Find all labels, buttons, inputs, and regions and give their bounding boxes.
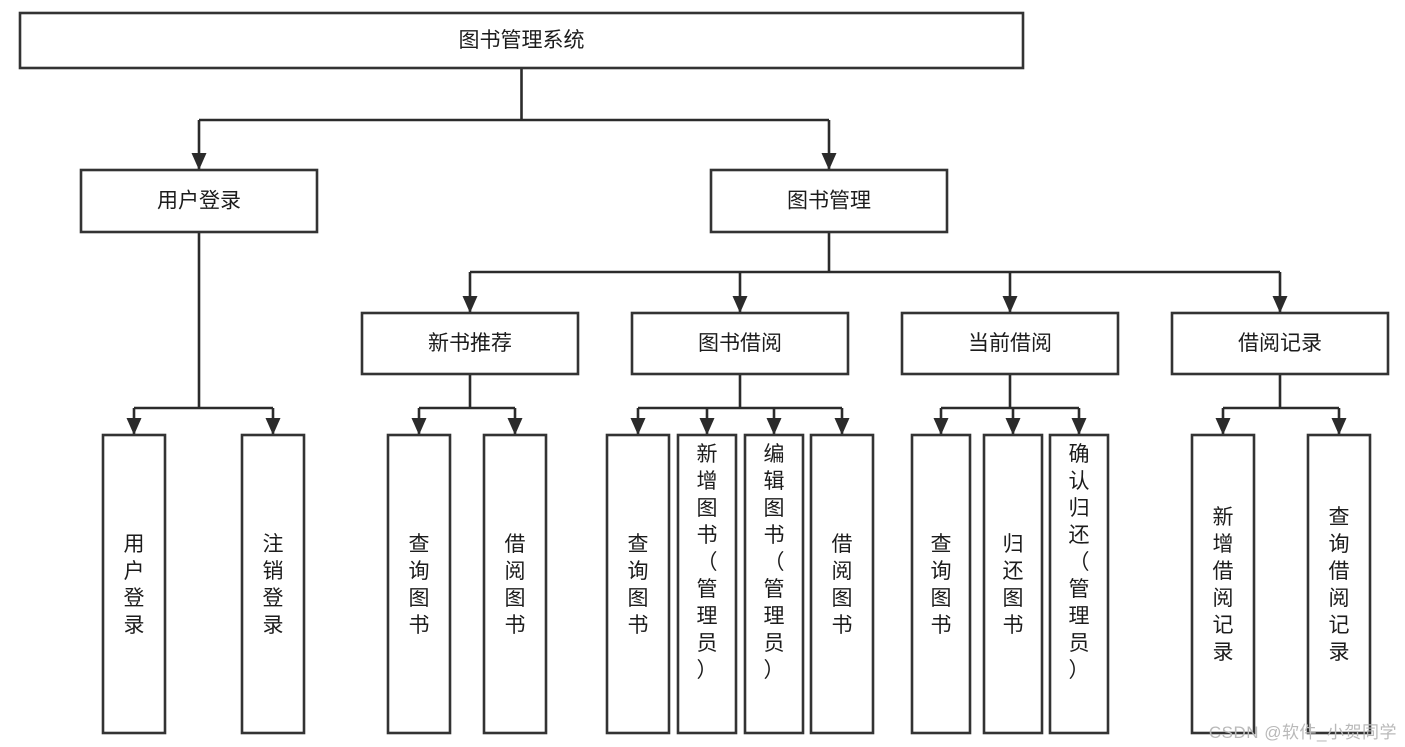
csdn-watermark: CSDN @软件_小贺同学: [1208, 723, 1397, 742]
node-leaf-query-book-2[interactable]: 查询图书: [605, 433, 671, 735]
node-label-leaf-add-book: 新增图书（管理员）: [697, 443, 718, 682]
node-leaf-borrow-book-2[interactable]: 借阅图书: [809, 433, 875, 735]
node-label-book-manage: 图书管理: [787, 190, 871, 213]
connector-group-borrow-record: [1215, 374, 1347, 435]
node-label-leaf-query-book-1: 查询图书: [409, 533, 430, 637]
arrow-head-icon: [1215, 418, 1231, 435]
node-box-leaf-borrow-book-2[interactable]: [809, 433, 875, 735]
node-label-leaf-query-book-3: 查询图书: [931, 533, 952, 637]
node-new-book-rec[interactable]: 新书推荐: [360, 311, 580, 376]
node-box-leaf-user-login[interactable]: [101, 433, 167, 735]
node-box-leaf-borrow-book-1[interactable]: [482, 433, 548, 735]
node-label-leaf-query-book-2: 查询图书: [628, 533, 649, 637]
node-label-leaf-return-book: 归还图书: [1003, 533, 1024, 637]
node-label-root: 图书管理系统: [459, 29, 585, 52]
node-leaf-add-record[interactable]: 新增借阅记录: [1190, 433, 1256, 735]
node-box-book-borrow[interactable]: [630, 311, 850, 376]
node-leaf-add-book[interactable]: 新增图书（管理员）: [676, 433, 738, 735]
connector-group-root: [191, 68, 837, 170]
arrow-head-icon: [411, 418, 427, 435]
node-box-leaf-edit-book[interactable]: [743, 433, 805, 735]
node-box-leaf-confirm-return[interactable]: [1048, 433, 1110, 735]
arrow-head-icon: [507, 418, 523, 435]
arrow-head-icon: [766, 418, 782, 435]
arrow-head-icon: [630, 418, 646, 435]
arrow-head-icon: [821, 153, 837, 170]
connector-group-book-borrow: [630, 374, 850, 435]
node-leaf-user-login[interactable]: 用户登录: [101, 433, 167, 735]
node-leaf-logout[interactable]: 注销登录: [240, 433, 306, 735]
node-box-leaf-return-book[interactable]: [982, 433, 1044, 735]
arrow-head-icon: [126, 418, 142, 435]
arrow-head-icon: [1272, 296, 1288, 313]
node-box-new-book-rec[interactable]: [360, 311, 580, 376]
node-label-leaf-user-login: 用户登录: [124, 533, 145, 637]
node-box-leaf-query-book-3[interactable]: [910, 433, 972, 735]
node-label-borrow-record: 借阅记录: [1238, 332, 1322, 355]
node-box-leaf-add-record[interactable]: [1190, 433, 1256, 735]
node-label-new-book-rec: 新书推荐: [428, 332, 512, 355]
arrow-head-icon: [1331, 418, 1347, 435]
connectors-layer: [126, 68, 1347, 435]
node-box-leaf-query-record[interactable]: [1306, 433, 1372, 735]
node-borrow-record[interactable]: 借阅记录: [1170, 311, 1390, 376]
arrow-head-icon: [1071, 418, 1087, 435]
node-box-leaf-logout[interactable]: [240, 433, 306, 735]
node-leaf-edit-book[interactable]: 编辑图书（管理员）: [743, 433, 805, 735]
node-current-borrow[interactable]: 当前借阅: [900, 311, 1120, 376]
node-leaf-query-book-3[interactable]: 查询图书: [910, 433, 972, 735]
connector-group-user-login: [126, 232, 281, 435]
arrow-head-icon: [265, 418, 281, 435]
node-label-book-borrow: 图书借阅: [698, 332, 782, 355]
node-leaf-return-book[interactable]: 归还图书: [982, 433, 1044, 735]
node-label-leaf-add-record: 新增借阅记录: [1213, 506, 1234, 664]
node-box-leaf-query-book-1[interactable]: [386, 433, 452, 735]
node-label-user-login: 用户登录: [157, 190, 241, 213]
node-label-leaf-query-record: 查询借阅记录: [1329, 506, 1350, 664]
arrow-head-icon: [1002, 296, 1018, 313]
node-label-leaf-edit-book: 编辑图书（管理员）: [764, 443, 785, 682]
arrow-head-icon: [933, 418, 949, 435]
node-box-current-borrow[interactable]: [900, 311, 1120, 376]
arrow-head-icon: [732, 296, 748, 313]
node-leaf-borrow-book-1[interactable]: 借阅图书: [482, 433, 548, 735]
arrow-head-icon: [462, 296, 478, 313]
node-book-borrow[interactable]: 图书借阅: [630, 311, 850, 376]
node-box-user-login[interactable]: [79, 168, 319, 234]
node-label-leaf-confirm-return: 确认归还（管理员）: [1069, 443, 1090, 682]
node-root[interactable]: 图书管理系统: [18, 11, 1025, 70]
node-book-manage[interactable]: 图书管理: [709, 168, 949, 234]
node-user-login[interactable]: 用户登录: [79, 168, 319, 234]
connector-group-book-manage: [462, 232, 1288, 313]
node-box-book-manage[interactable]: [709, 168, 949, 234]
connector-group-current-borrow: [933, 374, 1087, 435]
node-box-leaf-query-book-2[interactable]: [605, 433, 671, 735]
node-label-leaf-borrow-book-2: 借阅图书: [832, 533, 853, 637]
node-box-borrow-record[interactable]: [1170, 311, 1390, 376]
node-leaf-query-book-1[interactable]: 查询图书: [386, 433, 452, 735]
node-box-leaf-add-book[interactable]: [676, 433, 738, 735]
connector-group-new-book-rec: [411, 374, 523, 435]
node-label-leaf-logout: 注销登录: [263, 533, 284, 637]
arrow-head-icon: [699, 418, 715, 435]
arrow-head-icon: [1005, 418, 1021, 435]
nodes-layer: 图书管理系统用户登录图书管理新书推荐图书借阅当前借阅借阅记录用户登录注销登录查询…: [18, 11, 1390, 735]
node-leaf-query-record[interactable]: 查询借阅记录: [1306, 433, 1372, 735]
node-leaf-confirm-return[interactable]: 确认归还（管理员）: [1048, 433, 1110, 735]
arrow-head-icon: [834, 418, 850, 435]
arrow-head-icon: [191, 153, 207, 170]
node-box-root[interactable]: [18, 11, 1025, 70]
node-label-leaf-borrow-book-1: 借阅图书: [505, 533, 526, 637]
node-label-current-borrow: 当前借阅: [968, 332, 1052, 355]
